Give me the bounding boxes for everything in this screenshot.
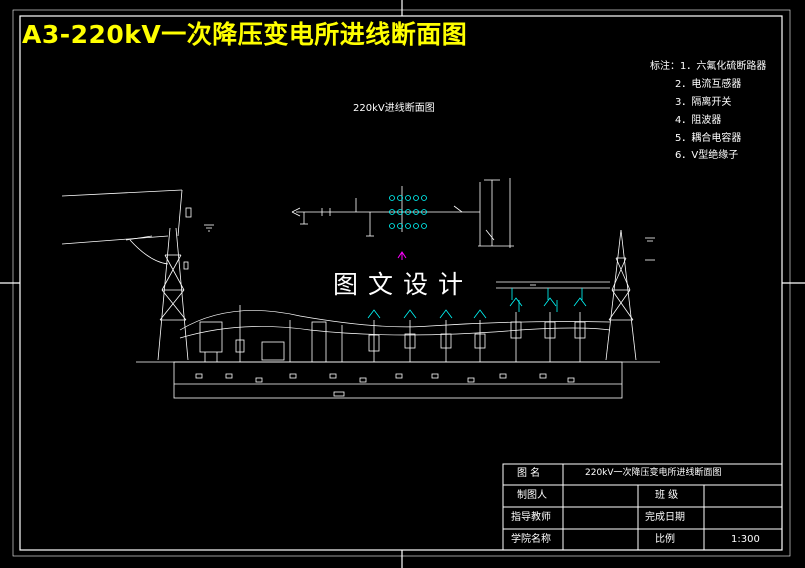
legend-item-4: 4．阻波器 — [675, 115, 722, 126]
left-tower — [157, 207, 192, 361]
legend-item-2: 2．电流互感器 — [675, 79, 742, 90]
sld-coupling-caps — [389, 195, 427, 229]
legend-item-3: 3．隔离开关 — [675, 97, 732, 108]
busbar-catenary — [179, 310, 611, 339]
right-tower — [605, 229, 655, 361]
drawing-title: 220kV进线断面图 — [353, 103, 435, 114]
ground-foundation — [136, 361, 660, 399]
title-block-class-label: 班 级 — [655, 490, 679, 501]
equipment-row — [199, 305, 586, 363]
title-block-date-label: 完成日期 — [645, 512, 685, 523]
banner-title: A3-220kV一次降压变电所进线断面图 — [22, 20, 468, 49]
legend-item-5: 5．耦合电容器 — [675, 133, 742, 144]
title-block-scale-value: 1:300 — [731, 534, 760, 545]
title-block-scale-label: 比例 — [655, 534, 675, 545]
left-tower-ground — [204, 224, 214, 232]
equipment-insulator-heads — [367, 297, 587, 319]
legend-item-1: 标注：1．六氟化硫断路器 — [650, 61, 767, 72]
magenta-marker — [397, 251, 407, 260]
title-block-school-label: 学院名称 — [511, 534, 551, 545]
title-block-name-value: 220kV一次降压变电所进线断面图 — [585, 468, 722, 478]
legend-item-6: 6．V型绝缘子 — [675, 150, 739, 161]
title-block-grid — [502, 463, 783, 551]
title-block-drafter-label: 制图人 — [517, 490, 547, 501]
watermark-text: 图文设计 — [333, 270, 474, 299]
title-block-name-label: 图 名 — [517, 468, 541, 479]
gantry-insulators — [511, 288, 583, 312]
gantry-beam — [496, 281, 610, 289]
incoming-line-wires — [61, 189, 183, 265]
title-block-advisor-label: 指导教师 — [511, 512, 551, 523]
single-line-diagram — [291, 178, 514, 248]
